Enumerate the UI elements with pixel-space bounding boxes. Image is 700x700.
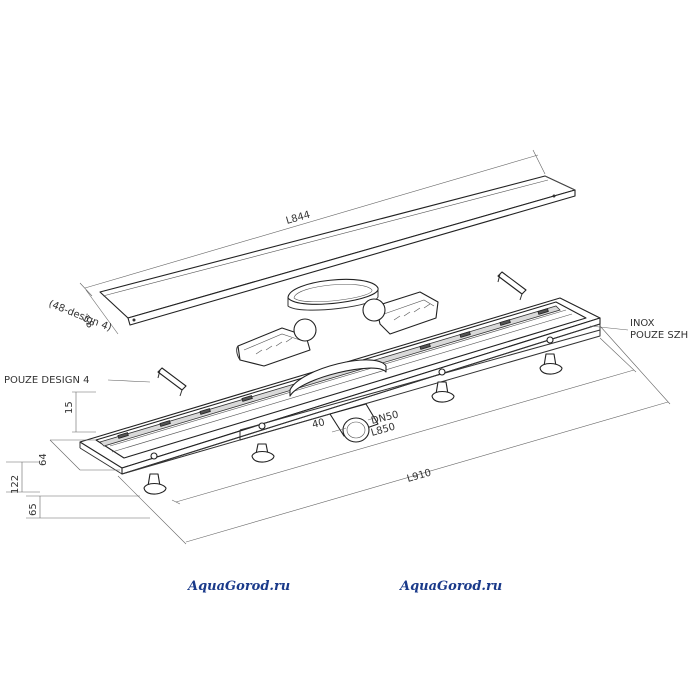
foot-2 — [251, 422, 275, 463]
label-64: 64 — [38, 453, 49, 466]
foot-1 — [143, 452, 167, 495]
outlet-pipe — [329, 403, 379, 443]
trap-right-half — [362, 291, 439, 335]
label-pouze-design-4: POUZE DESIGN 4 — [4, 375, 89, 386]
bracket-design-4: POUZE DESIGN 4 — [4, 367, 187, 397]
label-40: 40 — [311, 417, 326, 431]
watermark-right: AquaGorod.ru — [398, 579, 502, 594]
foot-3 — [431, 368, 455, 403]
label-122: 122 — [10, 475, 21, 494]
channel-slots — [117, 308, 549, 439]
oval-trap-cap — [287, 278, 379, 311]
trap-left-half — [236, 318, 317, 367]
foot-4 — [539, 336, 563, 375]
watermark-left: AquaGorod.ru — [186, 579, 290, 594]
callout-inox: INOX POUZE SZH — [589, 318, 688, 341]
label-pouze-szh: POUZE SZH — [630, 330, 688, 341]
dimension-l850 — [171, 337, 637, 505]
label-48-design-4: (48-design 4) — [47, 299, 113, 334]
label-l844: L844 — [285, 210, 312, 227]
label-inox: INOX — [630, 318, 655, 329]
label-65: 65 — [28, 503, 39, 516]
cover-grate — [99, 175, 576, 326]
dimension-stack-left: 15 64 122 65 — [6, 391, 150, 519]
drain-channel — [79, 297, 601, 475]
bracket-top-right — [497, 271, 527, 301]
adjustable-feet — [143, 336, 563, 495]
label-15: 15 — [64, 401, 75, 414]
label-l910: L910 — [406, 468, 433, 485]
